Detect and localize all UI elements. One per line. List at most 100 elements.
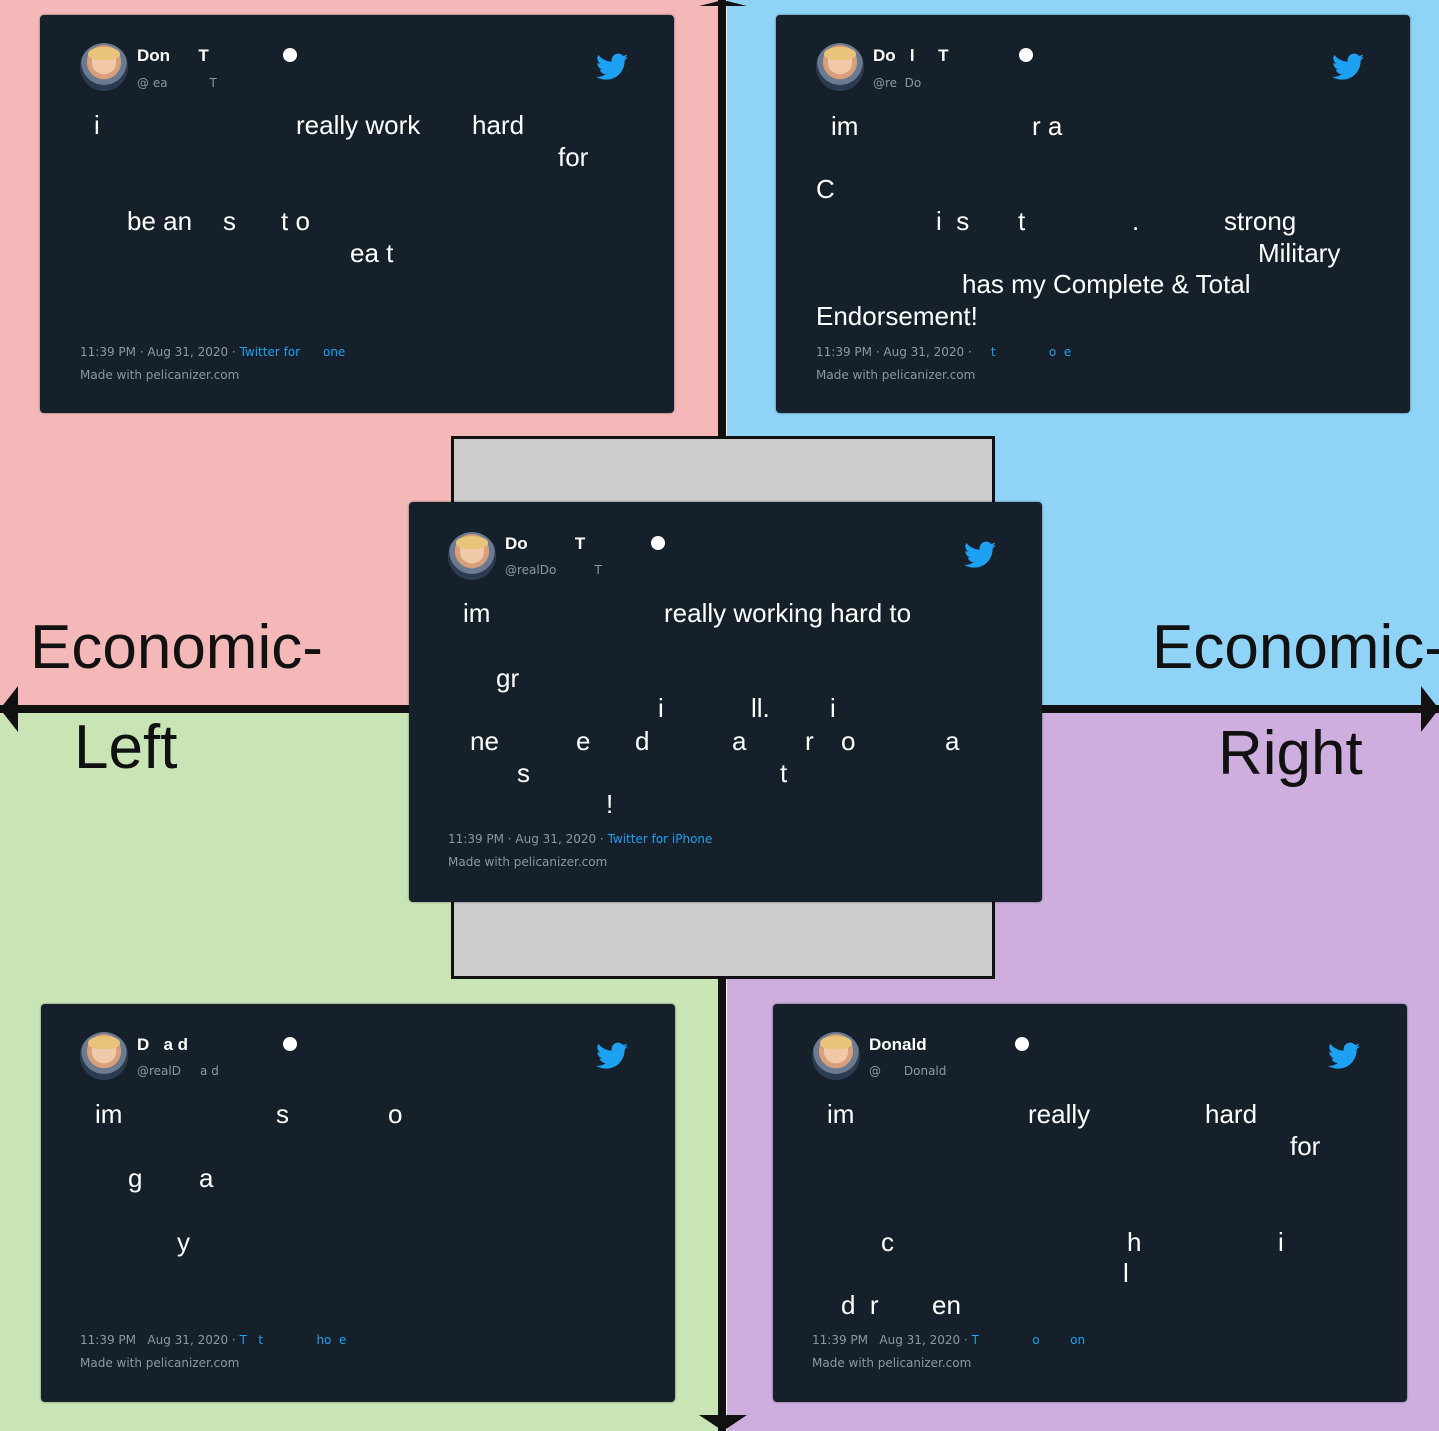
tweet-word: im: [463, 598, 491, 628]
tweet-word: t: [780, 758, 788, 788]
tweet-word: a: [945, 726, 960, 756]
tweet-word: has my Complete & Total: [962, 269, 1251, 299]
tweet-author-handle[interactable]: @re Do: [873, 76, 922, 90]
tweet-author-handle[interactable]: @realDo T: [505, 563, 602, 577]
tweet-author-handle[interactable]: @ Donald: [869, 1064, 947, 1078]
tweet-word: g: [128, 1163, 143, 1193]
verified-badge-icon: [1015, 1037, 1029, 1051]
axis-label-left-line2: Left: [74, 713, 178, 782]
tweet-word: .: [1132, 206, 1140, 236]
tweet-card-top-left[interactable]: Don T @ ea T i really work hard for be a…: [40, 15, 674, 413]
arrow-right-icon: [1421, 686, 1439, 732]
avatar[interactable]: [80, 43, 128, 91]
tweet-footer: Made with pelicanizer.com: [816, 368, 976, 382]
tweet-word: ea t: [350, 238, 394, 268]
twitter-bird-icon[interactable]: [596, 53, 628, 81]
tweet-word: be an: [127, 206, 193, 236]
tweet-author-handle[interactable]: @realD a d: [137, 1064, 219, 1078]
tweet-word: for: [1290, 1131, 1321, 1161]
tweet-word: gr: [496, 663, 520, 693]
tweet-footer: Made with pelicanizer.com: [80, 368, 240, 382]
tweet-word: i s: [936, 206, 970, 236]
tweet-card-bottom-left[interactable]: D a d @realD a d im s o g a y 11:39 PM A…: [41, 1004, 675, 1402]
tweet-source-link[interactable]: T o on: [971, 1333, 1086, 1347]
tweet-word: im: [827, 1099, 855, 1129]
tweet-footer: Made with pelicanizer.com: [80, 1356, 240, 1370]
tweet-word: s: [276, 1099, 289, 1129]
tweet-word: really: [1028, 1099, 1091, 1129]
verified-badge-icon: [1019, 48, 1033, 62]
tweet-word: hard: [1205, 1099, 1258, 1129]
tweet-word: really working hard to: [664, 598, 912, 628]
twitter-bird-icon[interactable]: [964, 541, 996, 569]
twitter-bird-icon[interactable]: [596, 1042, 628, 1070]
tweet-word: r: [805, 726, 814, 756]
tweet-word: a: [199, 1163, 214, 1193]
avatar[interactable]: [448, 532, 496, 580]
tweet-source-link[interactable]: t o e: [975, 345, 1072, 359]
tweet-word: i: [658, 693, 664, 723]
tweet-author-name[interactable]: Do l T: [873, 46, 949, 65]
tweet-word: C: [816, 174, 835, 204]
tweet-word: d r: [841, 1290, 879, 1320]
tweet-word: Endorsement!: [816, 301, 978, 331]
arrow-up-icon: [699, 0, 747, 6]
tweet-card-top-right[interactable]: Do l T @re Do im r a C i s t . strong Mi…: [776, 15, 1410, 413]
verified-badge-icon: [283, 1037, 297, 1051]
tweet-word: a: [732, 726, 747, 756]
tweet-word: i: [830, 693, 836, 723]
tweet-word: im: [95, 1099, 123, 1129]
tweet-author-name[interactable]: Donald: [869, 1035, 927, 1054]
tweet-timestamp: 11:39 PM Aug 31, 2020 · T t ho e: [80, 1333, 347, 1347]
avatar[interactable]: [816, 43, 864, 91]
axis-label-right-line1: Economic-: [1152, 613, 1439, 682]
tweet-word: l: [1123, 1258, 1129, 1288]
tweet-word: d: [635, 726, 650, 756]
tweet-word: i: [94, 110, 100, 140]
avatar[interactable]: [812, 1032, 860, 1080]
tweet-word: s: [517, 758, 530, 788]
tweet-word: t o: [281, 206, 310, 236]
tweet-timestamp: 11:39 PM · Aug 31, 2020 · Twitter for on…: [80, 345, 346, 359]
arrow-left-icon: [0, 686, 18, 732]
twitter-bird-icon[interactable]: [1328, 1042, 1360, 1070]
tweet-word: strong: [1224, 206, 1297, 236]
twitter-bird-icon[interactable]: [1332, 53, 1364, 81]
tweet-author-handle[interactable]: @ ea T: [137, 76, 217, 90]
tweet-timestamp: 11:39 PM · Aug 31, 2020 · Twitter for iP…: [448, 832, 713, 846]
tweet-word: !: [606, 789, 614, 819]
tweet-word: o: [841, 726, 856, 756]
tweet-footer: Made with pelicanizer.com: [812, 1356, 972, 1370]
axis-label-left-line1: Economic-: [30, 613, 323, 682]
tweet-card-center[interactable]: Do T @realDo T im really working hard to…: [409, 502, 1042, 902]
tweet-word: h: [1127, 1227, 1142, 1257]
tweet-source-link[interactable]: Twitter for one: [239, 345, 346, 359]
tweet-timestamp: 11:39 PM · Aug 31, 2020 · t o e: [816, 345, 1072, 359]
verified-badge-icon: [651, 536, 665, 550]
tweet-word: im: [831, 111, 859, 141]
tweet-word: o: [388, 1099, 403, 1129]
tweet-timestamp: 11:39 PM Aug 31, 2020 · T o on: [812, 1333, 1086, 1347]
tweet-source-link[interactable]: T t ho e: [239, 1333, 347, 1347]
tweet-word: y: [177, 1227, 190, 1257]
tweet-word: i: [1278, 1227, 1284, 1257]
axis-label-right-line2: Right: [1218, 719, 1363, 788]
tweet-word: ll.: [751, 693, 770, 723]
tweet-word: e: [576, 726, 591, 756]
tweet-word: r a: [1032, 111, 1063, 141]
arrow-down-icon: [699, 1415, 747, 1431]
tweet-word: c: [881, 1227, 894, 1257]
verified-badge-icon: [283, 48, 297, 62]
tweet-word: for: [558, 142, 589, 172]
tweet-word: really work: [296, 110, 421, 140]
tweet-card-bottom-right[interactable]: Donald @ Donald im really hard for c h i…: [773, 1004, 1407, 1402]
tweet-word: ne: [470, 726, 499, 756]
tweet-word: hard: [472, 110, 525, 140]
tweet-word: en: [932, 1290, 961, 1320]
tweet-author-name[interactable]: D a d: [137, 1035, 189, 1054]
tweet-author-name[interactable]: Don T: [137, 46, 209, 65]
tweet-author-name[interactable]: Do T: [505, 534, 586, 553]
tweet-word: s: [223, 206, 236, 236]
avatar[interactable]: [80, 1032, 128, 1080]
tweet-source-link[interactable]: Twitter for iPhone: [607, 832, 713, 846]
